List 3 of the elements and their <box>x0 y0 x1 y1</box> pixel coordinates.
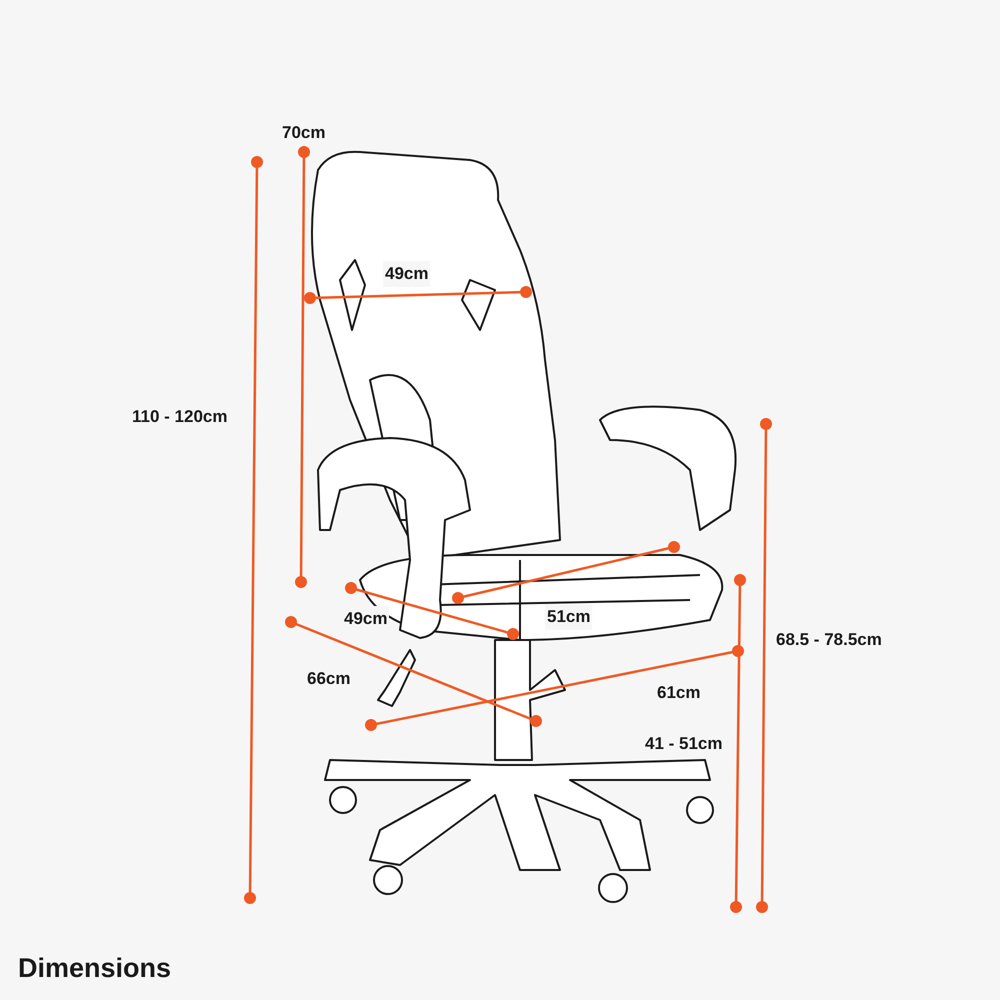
dimension-label: 51cm <box>545 604 592 630</box>
dimension-label: 49cm <box>383 261 430 286</box>
title: Dimensions <box>18 952 172 985</box>
